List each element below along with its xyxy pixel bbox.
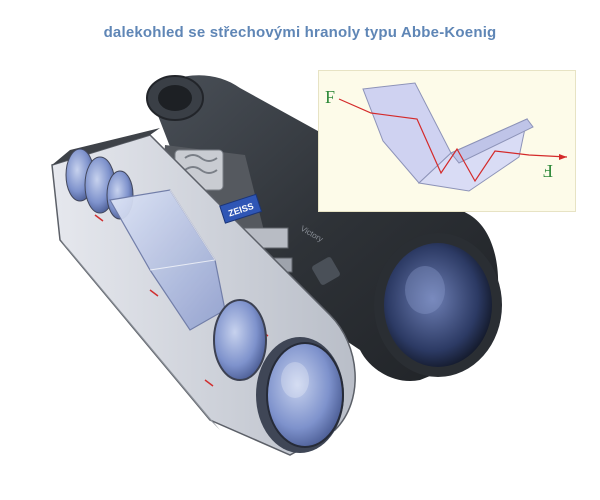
abbe-koenig-prism-inset: F F bbox=[318, 70, 576, 212]
brand-plate: ZEISS bbox=[219, 193, 263, 224]
eyepiece-lenses bbox=[65, 148, 134, 220]
right-barrel: Victory bbox=[146, 75, 502, 381]
prism-ray-diagram: F F bbox=[325, 82, 568, 192]
output-image-glyph: F bbox=[543, 161, 553, 181]
page-title: dalekohled se střechovými hranoly typu A… bbox=[103, 24, 497, 41]
objective-lenses bbox=[213, 299, 344, 453]
input-image-glyph: F bbox=[325, 87, 335, 107]
